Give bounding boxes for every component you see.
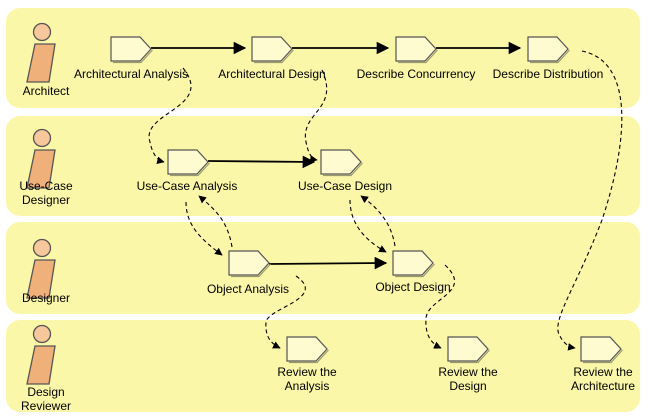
activity-label: Review the <box>438 365 498 379</box>
activity-label: Architecture <box>571 379 635 393</box>
activity-icon <box>320 149 362 175</box>
worker-head <box>32 324 52 344</box>
activity-label: Use-Case Design <box>298 179 392 193</box>
activity-use-case-analysis[interactable]: Use-Case Analysis <box>137 149 238 193</box>
activity-icon-shadow <box>395 263 435 278</box>
swimlane-band <box>6 8 640 108</box>
worker-icon <box>26 324 56 385</box>
activity-architectural-analysis[interactable]: Architectural Analysis <box>74 36 188 81</box>
activity-icon-shadow <box>231 263 271 278</box>
activity-icon-shadow <box>254 49 294 64</box>
role-label: Architect <box>23 84 70 98</box>
activity-icon-shadow <box>323 162 363 177</box>
worker-body <box>26 259 56 299</box>
swimlane-architect: Architect <box>6 8 640 108</box>
activity-icon-shadow <box>583 349 623 364</box>
activity-label: Architectural Design <box>218 67 325 81</box>
activity-icon <box>527 36 569 62</box>
activity-label: Design <box>449 379 486 393</box>
activity-icon <box>392 250 434 276</box>
activity-label: Object Analysis <box>207 282 289 296</box>
worker-head <box>32 238 52 258</box>
role-label: Designer <box>22 193 70 207</box>
flow-architectural-analysis-to-use-case-analysis <box>148 67 192 165</box>
activity-label: Object Design <box>375 280 450 294</box>
activity-icon <box>580 336 622 362</box>
flow-object-design-to-use-case-design <box>360 195 396 247</box>
activity-describe-concurrency[interactable]: Describe Concurrency <box>357 36 476 81</box>
role-label: Use-Case <box>19 179 73 193</box>
worker-icon <box>26 238 56 299</box>
flow-object-design-to-review-the-design <box>425 264 455 349</box>
activity-object-analysis[interactable]: Object Analysis <box>207 250 289 296</box>
activity-label: Review the <box>277 365 337 379</box>
activity-icon <box>395 36 437 62</box>
worker-body <box>26 149 56 189</box>
role-label: Design <box>27 385 64 399</box>
activity-icon <box>228 250 270 276</box>
activity-object-design[interactable]: Object Design <box>375 250 451 294</box>
swimlane-band <box>6 222 640 314</box>
activity-architectural-design[interactable]: Architectural Design <box>218 36 326 81</box>
activity-icon <box>286 336 328 362</box>
activity-icon-shadow <box>530 49 570 64</box>
activity-icon-shadow <box>450 349 490 364</box>
worker-body <box>26 43 56 83</box>
activity-label: Use-Case Analysis <box>137 179 238 193</box>
activity-icon-shadow <box>113 49 153 64</box>
activity-icon <box>167 149 209 175</box>
flow-describe-distribution-to-review-the-architecture <box>557 50 623 351</box>
flow-object-analysis-to-use-case-analysis <box>198 195 233 248</box>
activity-icon-shadow <box>398 49 438 64</box>
role-label: Designer <box>22 291 70 305</box>
role-label: Reviewer <box>21 399 71 413</box>
activity-label: Describe Concurrency <box>357 67 476 81</box>
activity-icon <box>251 36 293 62</box>
worker-icon <box>26 22 56 83</box>
flow-object-analysis-to-object-design <box>268 256 388 270</box>
worker-icon <box>26 128 56 189</box>
activities: Architectural Analysis Architectural Desi… <box>74 36 635 393</box>
flow-architectural-design-to-use-case-design <box>304 69 328 163</box>
activity-label: Describe Distribution <box>493 67 604 81</box>
activity-label: Review the <box>573 365 633 379</box>
flow-use-case-analysis-to-use-case-design <box>207 155 316 169</box>
activity-describe-distribution[interactable]: Describe Distribution <box>493 36 604 81</box>
activity-label: Analysis <box>285 379 330 393</box>
swimlane-designer: Designer <box>6 222 640 314</box>
activity-icon <box>447 336 489 362</box>
activity-use-case-design[interactable]: Use-Case Design <box>298 149 392 193</box>
worker-head <box>32 128 52 148</box>
flow-connections <box>148 41 623 351</box>
worker-body <box>26 345 56 385</box>
activity-icon-shadow <box>170 162 210 177</box>
activity-label: Architectural Analysis <box>74 67 188 81</box>
activity-icon <box>110 36 152 62</box>
worker-head <box>32 22 52 42</box>
activity-icon-shadow <box>289 349 329 364</box>
